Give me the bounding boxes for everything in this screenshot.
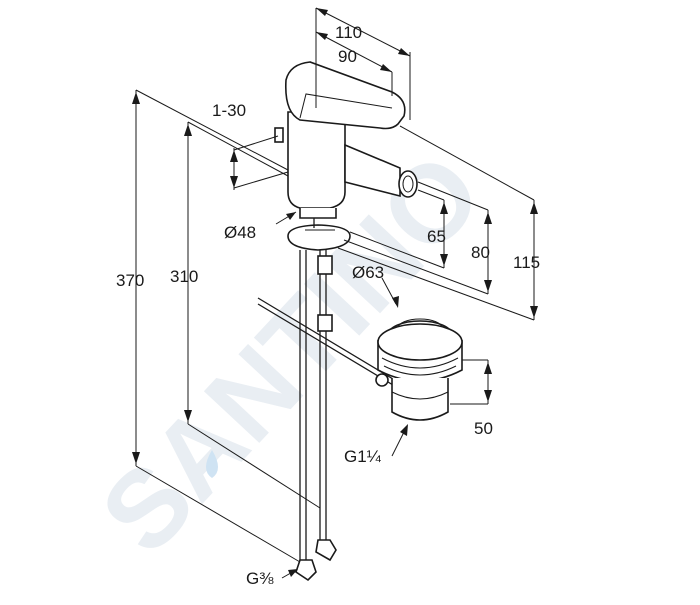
dim-130-arrow-t (230, 150, 238, 162)
hose-fitting-right (315, 539, 337, 562)
dim-370-arrow-b (132, 452, 140, 464)
base-neck (299, 208, 337, 219)
ext-310-bot (187, 423, 321, 509)
popup-rod-knob (274, 127, 284, 143)
dim-110-line (315, 7, 411, 57)
dim-90-arrow-l (316, 32, 328, 40)
dim-370-arrow-t (132, 92, 140, 104)
label-65: 65 (427, 227, 446, 246)
water-drop-icon (206, 450, 218, 478)
label-115: 115 (513, 253, 540, 272)
label-110: 110 (335, 23, 362, 42)
leader-g38-arrow (288, 569, 298, 577)
label-g38: G⅜ (246, 569, 274, 588)
faucet-lever (284, 61, 406, 130)
dim-115-arrow-b (530, 306, 538, 318)
lever-edge (299, 93, 393, 119)
dim-130-arrow-b (230, 176, 238, 188)
ext-spout-65 (417, 189, 445, 201)
pull-rod (257, 297, 399, 383)
ext-130-top (233, 135, 279, 151)
ext-base-65 (349, 231, 445, 269)
label-90: 90 (338, 47, 357, 66)
faucet-body (287, 111, 346, 209)
ext-spout-80 (417, 181, 489, 211)
ext-top-115 (399, 125, 535, 201)
label-d48: Ø48 (224, 223, 256, 242)
pull-rod-edge (257, 303, 399, 389)
dim-65-arrow-t (440, 202, 448, 214)
hoses (257, 250, 399, 582)
label-80: 80 (471, 243, 490, 262)
hose-fitting-left (295, 559, 317, 582)
dim-80-arrow-t (484, 212, 492, 224)
ext-370-bot (135, 465, 301, 563)
dimension-lines (132, 7, 538, 579)
ext-310-top (187, 121, 289, 177)
ext-130-bot (233, 171, 289, 189)
waste-rod-joint (375, 373, 389, 387)
leader-48-arrow (286, 212, 296, 220)
faucet-spout (344, 143, 401, 198)
dim-90-arrow-r (380, 64, 392, 72)
base-flange (287, 224, 351, 251)
dim-80-arrow-b (484, 280, 492, 292)
ext-base-115 (337, 247, 535, 321)
waste-ring-1 (381, 357, 459, 369)
rod-clip (317, 314, 333, 332)
aerator-inner (402, 175, 414, 193)
label-1-30: 1-30 (212, 101, 246, 120)
dim-310-arrow-b (184, 410, 192, 422)
ext-base-80 (343, 239, 489, 295)
leader-63-arrow (392, 296, 399, 308)
waste-flange (377, 323, 463, 361)
dim-90-line (315, 31, 393, 73)
waste-ring-2 (383, 365, 457, 376)
label-50: 50 (474, 419, 493, 438)
waste-fitting (375, 318, 463, 421)
label-310: 310 (170, 267, 198, 286)
dim-115-arrow-t (530, 202, 538, 214)
popup-rod-clamp (317, 255, 333, 275)
dim-65-arrow-b (440, 254, 448, 266)
leader-g114-arrow (400, 424, 408, 436)
faucet (274, 61, 418, 251)
aerator-ring (398, 170, 418, 198)
dim-110-arrow-r (398, 48, 410, 56)
waste-tail-ring (391, 391, 449, 400)
dimension-labels: 110 90 1-30 Ø48 65 80 115 Ø63 370 310 50… (116, 23, 540, 588)
dim-50-arrow-b (484, 390, 492, 402)
label-g114: G1¼ (344, 447, 382, 466)
label-d63: Ø63 (352, 263, 384, 282)
ext-370-top (135, 89, 289, 171)
label-370: 370 (116, 271, 144, 290)
dim-50-arrow-t (484, 362, 492, 374)
dim-110-arrow-l (316, 8, 328, 16)
dim-310-arrow-t (184, 124, 192, 136)
